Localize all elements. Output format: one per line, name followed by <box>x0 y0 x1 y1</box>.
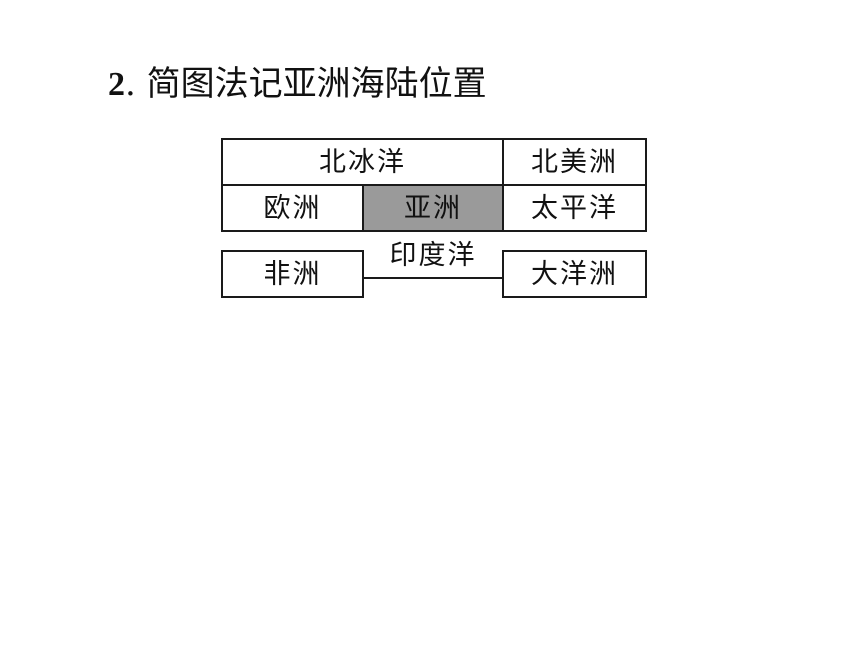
cell-oceania: 大洋洲 <box>502 250 647 298</box>
cell-arctic-ocean: 北冰洋 <box>221 138 504 186</box>
cell-indian-ocean: 印度洋 <box>362 232 504 278</box>
cell-asia: 亚洲 <box>362 184 504 232</box>
cell-north-america: 北美洲 <box>502 138 647 186</box>
indian-ocean-bottom-line <box>362 277 504 279</box>
cell-africa: 非洲 <box>221 250 364 298</box>
cell-pacific-ocean: 太平洋 <box>502 184 647 232</box>
cell-europe: 欧洲 <box>221 184 364 232</box>
heading-text: . 简图法记亚洲海陆位置 <box>125 64 487 104</box>
page-title: 2. 简图法记亚洲海陆位置 <box>108 62 487 106</box>
heading-number: 2 <box>108 66 125 103</box>
